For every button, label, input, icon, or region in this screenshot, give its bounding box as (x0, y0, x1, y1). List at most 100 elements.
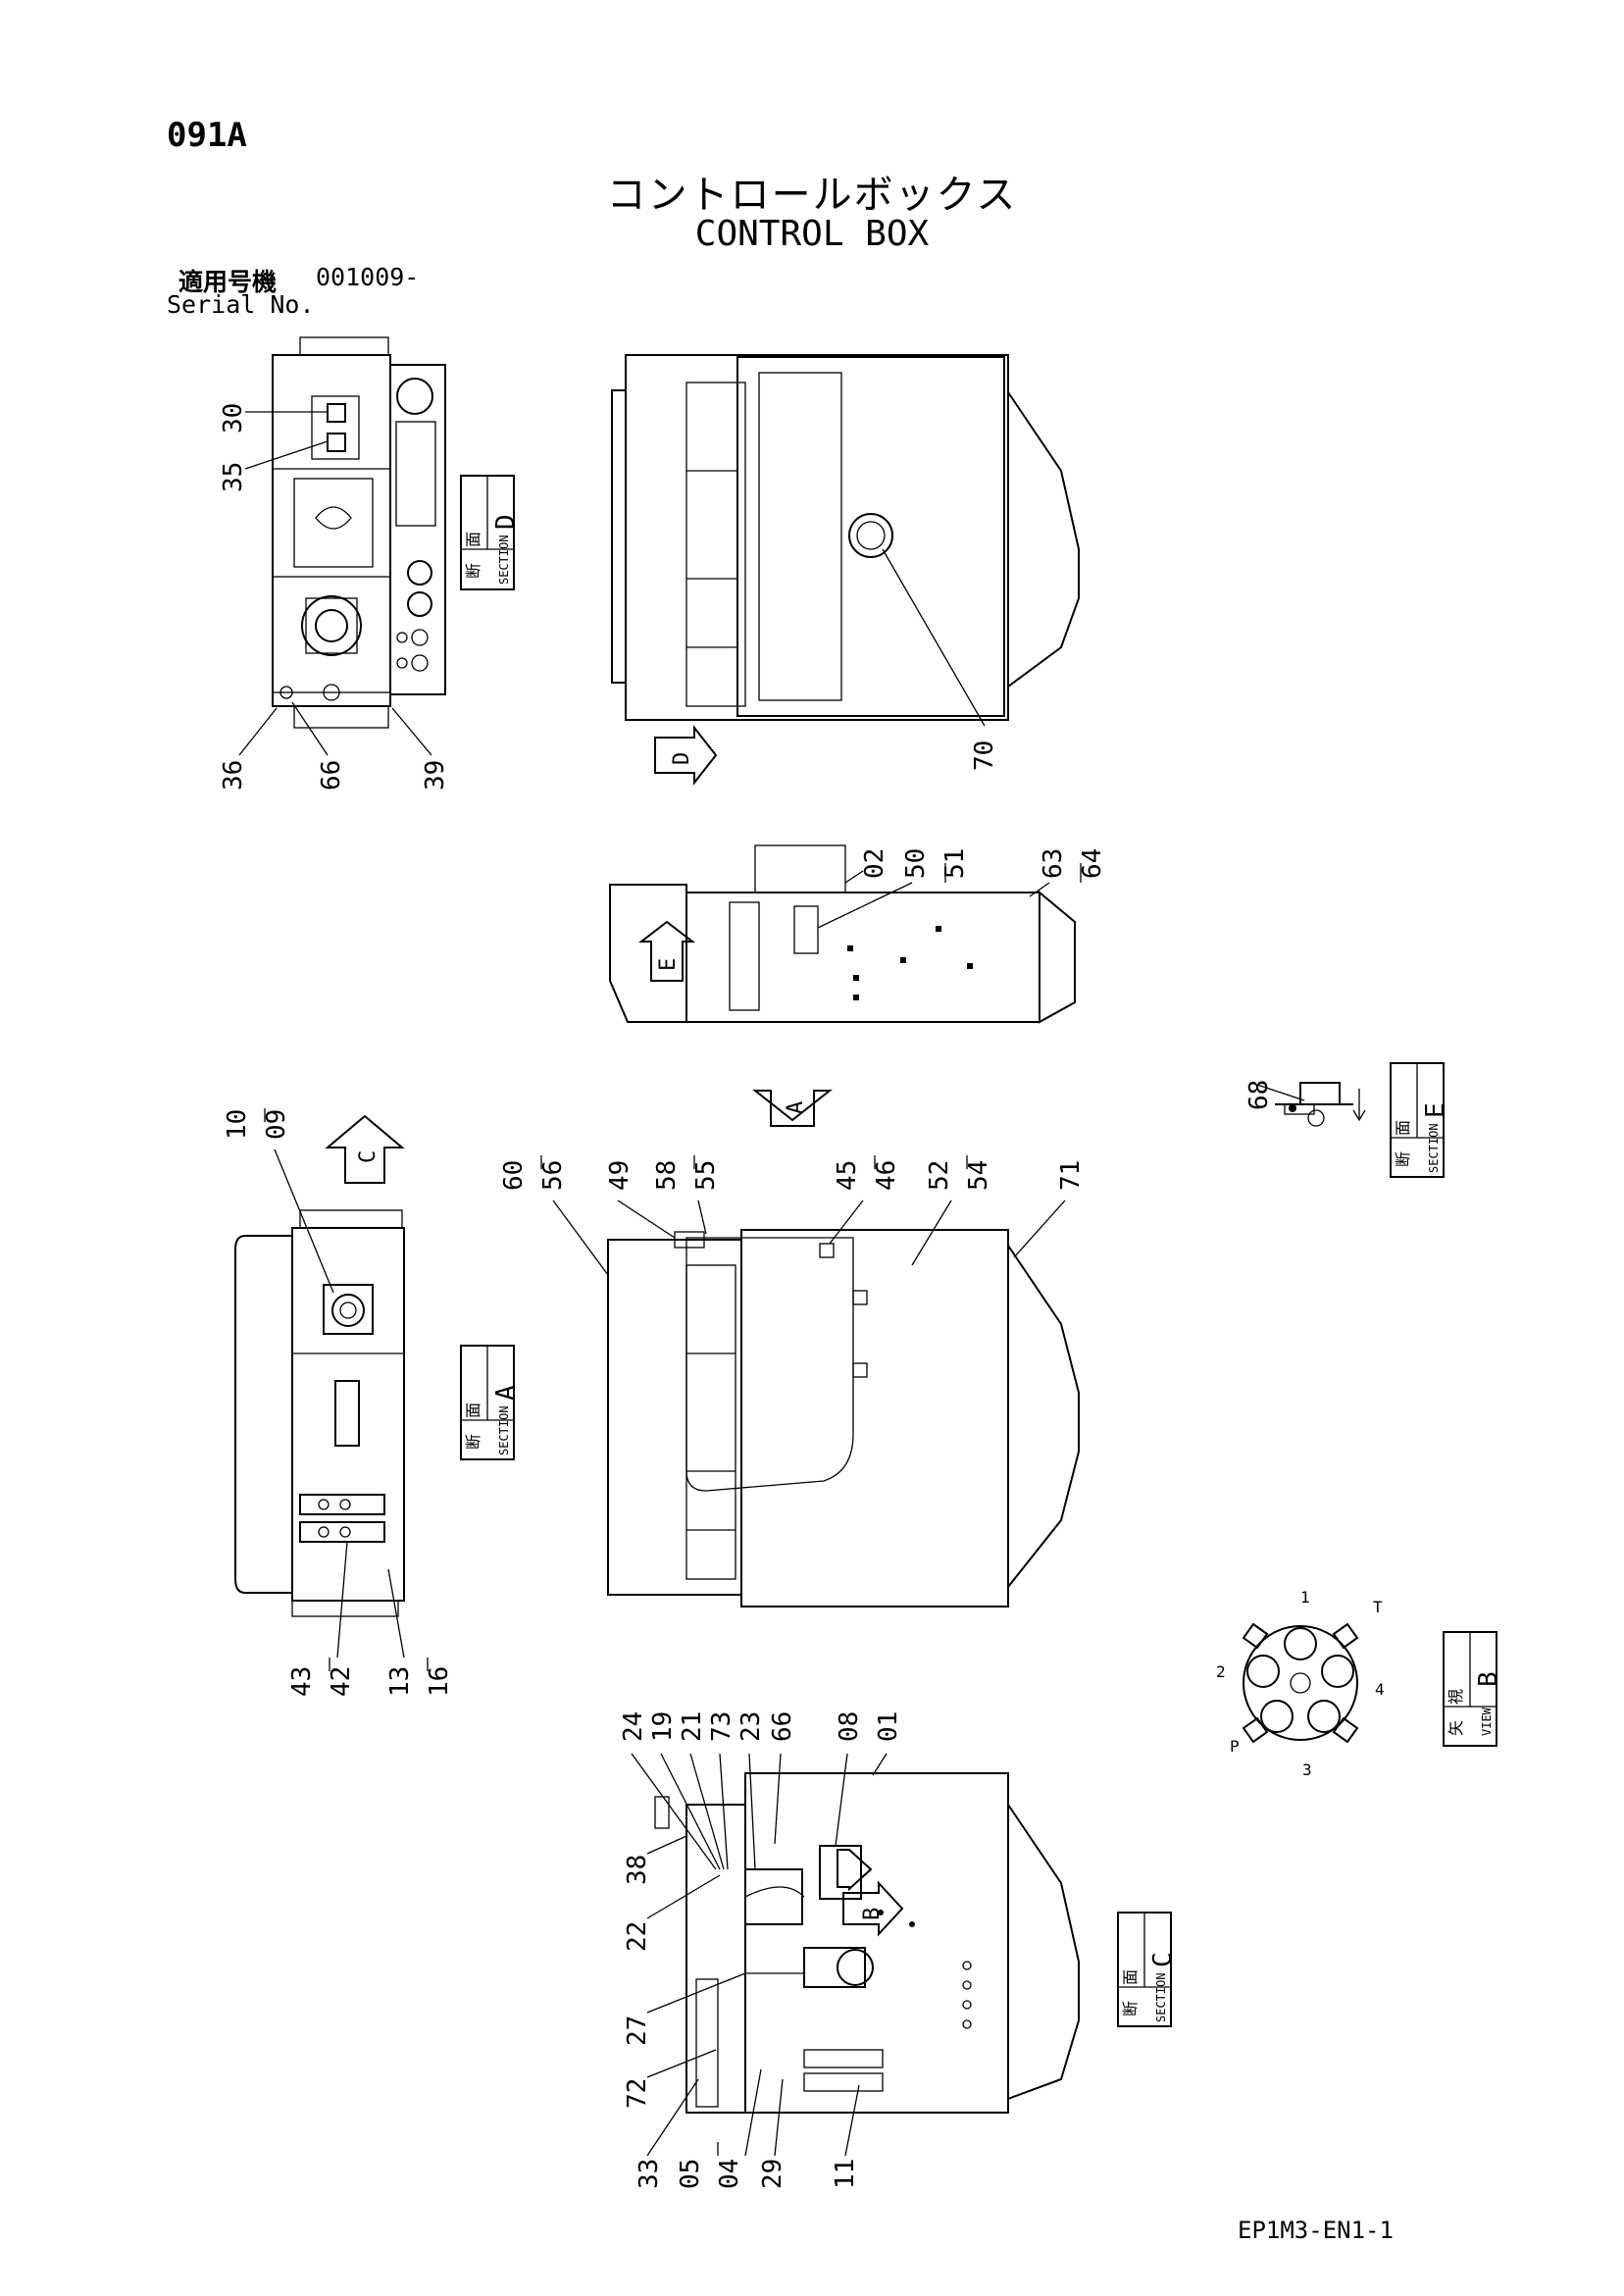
callout-64: 64 (1078, 848, 1107, 879)
port-label-2: 2 (1216, 1662, 1226, 1681)
callout-43: 43 (287, 1666, 317, 1697)
page-code: 091A (167, 116, 247, 155)
callout-19: 19 (648, 1711, 678, 1742)
callout-38: 38 (623, 1855, 652, 1885)
callout-09: 09 (262, 1109, 291, 1140)
port-label-3: 3 (1302, 1760, 1312, 1779)
callouts-view-8: 24 19 21 73 23 66 08 01 38 22 27 72 33 0… (619, 1711, 903, 2189)
detail-e-view: 68 (1244, 1080, 1366, 1127)
section-e-box: 断 面 SECTION E (1390, 1062, 1450, 1178)
callout-08: 08 (835, 1711, 864, 1742)
view-arrow-e-letter: E (656, 958, 681, 971)
port-view-b: 1 T 2 4 P 3 (1216, 1588, 1385, 1779)
callout-27: 27 (623, 2015, 652, 2046)
view-arrow-d-letter: D (670, 752, 694, 765)
callout-42: 42 (327, 1666, 356, 1697)
callouts-view-3: 02 50 51 63 64 (817, 848, 1107, 929)
view-arrow-d: D (654, 725, 718, 786)
view-arrow-a: A (752, 1090, 833, 1127)
view-b-en: VIEW (1480, 1707, 1494, 1736)
section-d-jp: 断 面 (464, 532, 482, 579)
callout-54: 54 (964, 1160, 993, 1191)
view-b-box: 矢 視 VIEW B (1443, 1631, 1503, 1747)
section-e-en: SECTION (1427, 1123, 1441, 1173)
port-label-4: 4 (1375, 1680, 1385, 1699)
document-code: EP1M3-EN1-1 (1238, 2217, 1394, 2244)
callout-71: 71 (1056, 1160, 1086, 1191)
serial-number: 001009- (316, 263, 420, 291)
box-section-a-view (234, 1209, 405, 1617)
view-arrow-b: B (837, 1849, 904, 1937)
main-box-top-view (611, 354, 1080, 721)
callout-50: 50 (901, 848, 931, 879)
callout-52: 52 (925, 1160, 954, 1191)
callout-70: 70 (970, 740, 999, 771)
callout-01: 01 (874, 1711, 903, 1742)
box-main-section-view (607, 1229, 1080, 1607)
callout-13: 13 (385, 1666, 415, 1697)
callout-49: 49 (605, 1160, 634, 1191)
callouts-view-5: 10 09 43 42 13 16 (223, 1108, 454, 1697)
view-arrow-c: C (325, 1114, 405, 1184)
view-b-jp: 矢 視 (1446, 1689, 1465, 1736)
callout-22: 22 (623, 1921, 652, 1952)
callout-55: 55 (691, 1160, 721, 1191)
section-e-letter: E (1421, 1102, 1450, 1118)
section-d-letter: D (491, 514, 521, 530)
callout-33: 33 (634, 2159, 664, 2189)
serial-label-japanese: 適用号機 (178, 268, 278, 296)
callout-66a: 66 (317, 760, 346, 791)
section-c-letter: C (1148, 1952, 1178, 1967)
port-label-1: 1 (1300, 1588, 1310, 1607)
callout-72: 72 (623, 2078, 652, 2109)
view-arrow-c-letter: C (356, 1150, 381, 1163)
callout-23: 23 (736, 1711, 766, 1742)
section-a-jp: 断 面 (464, 1403, 482, 1450)
callout-39: 39 (421, 760, 450, 791)
callout-45: 45 (833, 1160, 862, 1191)
callout-29: 29 (758, 2159, 787, 2189)
section-c-box: 断 面 SECTION C (1117, 1912, 1178, 2027)
box-side-view (609, 844, 1076, 1024)
callout-56: 56 (538, 1160, 568, 1191)
callout-60: 60 (499, 1160, 529, 1191)
section-a-en: SECTION (497, 1405, 511, 1455)
callout-05: 05 (676, 2159, 705, 2189)
callout-35: 35 (219, 462, 248, 492)
callout-36: 36 (219, 760, 248, 791)
callout-04: 04 (715, 2159, 744, 2189)
title-english: CONTROL BOX (694, 214, 930, 254)
callout-30: 30 (219, 403, 248, 434)
section-d-box: 断 面 SECTION D (460, 475, 521, 590)
section-e-jp: 断 面 (1394, 1120, 1412, 1167)
callout-63: 63 (1039, 848, 1068, 879)
section-c-jp: 断 面 (1121, 1969, 1140, 2016)
view-arrow-b-letter: B (860, 1908, 885, 1920)
port-label-p: P (1230, 1737, 1240, 1756)
callout-73: 73 (707, 1711, 736, 1742)
callout-02: 02 (860, 848, 889, 879)
view-arrow-e: E (638, 920, 695, 982)
callout-11: 11 (831, 2159, 860, 2189)
title-japanese: コントロールボックス (606, 173, 1018, 218)
callout-66b: 66 (768, 1711, 797, 1742)
callout-10: 10 (223, 1109, 252, 1140)
callout-16: 16 (425, 1666, 454, 1697)
callouts-view-6: 60 56 49 58 55 45 46 52 54 71 (499, 1155, 1086, 1276)
panel-front-view (272, 336, 446, 729)
section-c-en: SECTION (1154, 1972, 1168, 2022)
callout-21: 21 (678, 1711, 707, 1742)
view-b-letter: B (1474, 1671, 1503, 1687)
section-d-en: SECTION (497, 535, 511, 585)
callout-68: 68 (1244, 1080, 1274, 1110)
section-a-box: 断 面 SECTION A (460, 1345, 521, 1460)
callouts-view-2: 70 (882, 548, 999, 771)
callout-24: 24 (619, 1711, 648, 1742)
callouts-view-1: 30 35 36 66 39 (219, 403, 450, 791)
port-label-t: T (1373, 1598, 1383, 1616)
section-a-letter: A (491, 1385, 521, 1401)
view-arrow-a-letter: A (784, 1101, 808, 1114)
box-section-c-view (654, 1772, 1080, 2114)
callout-58: 58 (652, 1160, 682, 1191)
